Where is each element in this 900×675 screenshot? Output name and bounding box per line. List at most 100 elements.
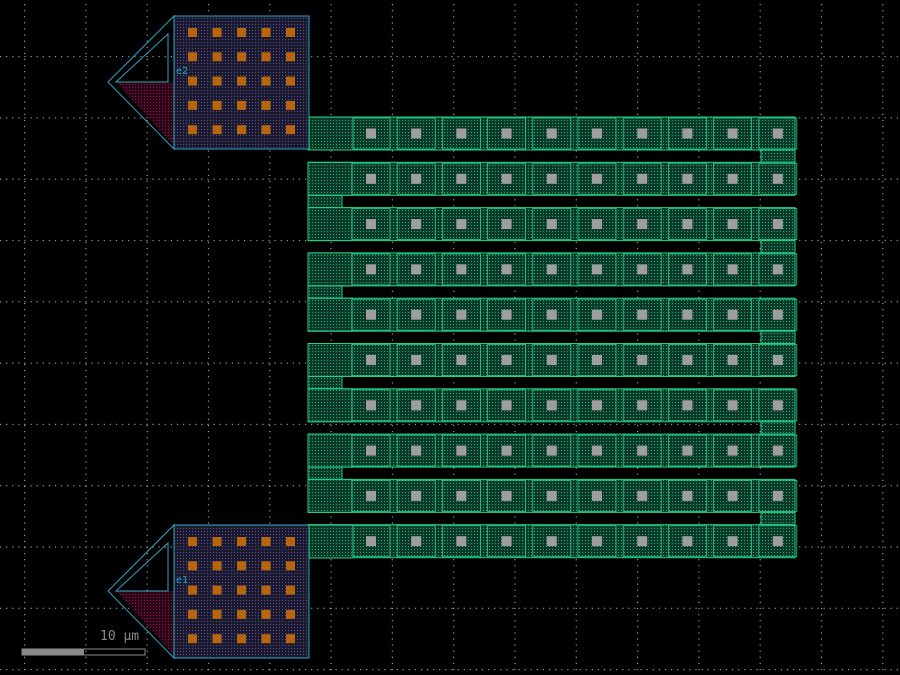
grid-dot — [575, 467, 577, 469]
grid-dot — [759, 101, 761, 103]
grid-dot — [719, 607, 721, 609]
pad-triangle — [114, 541, 169, 592]
grid-dot — [637, 77, 639, 79]
contact-square — [727, 219, 738, 230]
grid-dot — [882, 406, 884, 408]
grid-dot — [514, 107, 516, 109]
grid-dot — [256, 301, 258, 303]
grid-dot — [85, 388, 87, 390]
grid-dot — [793, 669, 795, 671]
grid-dot — [820, 278, 823, 280]
contact-cell — [577, 117, 617, 150]
grid-dot — [61, 546, 63, 548]
grid-dot — [453, 205, 455, 207]
grid-dot — [286, 485, 288, 487]
grid-dot — [347, 607, 349, 609]
grid-dot — [453, 559, 455, 561]
contact-square — [411, 173, 422, 184]
contact-square — [366, 173, 376, 184]
finger-bus-stub — [760, 511, 796, 526]
grid-dot — [85, 437, 87, 439]
grid-dot — [854, 178, 856, 180]
grid-dot — [207, 400, 210, 402]
grid-dot — [128, 362, 130, 364]
grid-dot — [759, 626, 761, 628]
grid-dot — [514, 52, 516, 54]
grid-dot — [146, 65, 148, 67]
grid-dot — [707, 669, 709, 671]
pad-via — [286, 609, 295, 619]
grid-dot — [457, 423, 459, 425]
grid-dot — [24, 644, 26, 646]
grid-dot — [18, 423, 20, 425]
grid-dot — [882, 168, 884, 170]
grid-dot — [269, 431, 271, 433]
contact-cell — [577, 389, 617, 422]
grid-dot — [146, 278, 148, 280]
grid-dot — [250, 178, 252, 180]
grid-dot — [820, 144, 823, 146]
grid-dot — [835, 607, 837, 609]
grid-dot — [24, 260, 26, 262]
grid-dot — [514, 614, 516, 616]
grid-dot — [738, 56, 740, 58]
grid-dot — [512, 423, 514, 425]
grid-dot — [244, 485, 246, 487]
grid-dot — [269, 662, 271, 664]
grid-dot — [591, 56, 593, 58]
grid-dot — [820, 119, 823, 122]
grid-dot — [575, 431, 577, 433]
grid-dot — [829, 546, 831, 548]
grid-dot — [860, 546, 862, 548]
grid-dot — [269, 248, 271, 250]
grid-dot — [85, 309, 87, 311]
grid-dot — [882, 77, 884, 79]
grid-dot — [817, 178, 819, 180]
pad-via — [286, 537, 295, 546]
grid-dot — [237, 669, 240, 671]
grid-dot — [207, 357, 210, 359]
grid-dot — [103, 117, 105, 119]
grid-dot — [820, 614, 823, 616]
grid-dot — [311, 423, 313, 425]
grid-dot — [575, 10, 577, 12]
grid-dot — [420, 669, 423, 671]
grid-dot — [128, 117, 130, 119]
grid-dot — [42, 117, 44, 119]
contact-square — [637, 264, 648, 275]
grid-dot — [854, 423, 856, 425]
grid-dot — [500, 423, 502, 425]
grid-dot — [882, 321, 884, 323]
grid-dot — [85, 479, 87, 481]
grid-dot — [817, 669, 819, 671]
grid-dot — [637, 662, 639, 664]
grid-dot — [820, 498, 823, 500]
contact-cell — [713, 344, 752, 376]
grid-dot — [805, 178, 807, 180]
grid-dot — [24, 357, 26, 359]
grid-dot — [219, 485, 221, 487]
grid-dot — [24, 302, 26, 305]
grid-dot — [628, 56, 630, 58]
grid-dot — [42, 178, 44, 180]
grid-dot — [67, 423, 69, 425]
grid-dot — [42, 607, 44, 609]
grid-dot — [24, 620, 26, 622]
grid-dot — [597, 423, 599, 425]
grid-dot — [514, 65, 516, 67]
grid-dot — [85, 199, 87, 201]
grid-dot — [323, 607, 325, 609]
grid-dot — [85, 485, 87, 487]
grid-dot — [12, 178, 14, 180]
grid-dot — [481, 607, 484, 609]
grid-dot — [85, 546, 87, 548]
grid-dot — [514, 10, 516, 12]
grid-dot — [42, 546, 44, 548]
contact-cell — [487, 298, 527, 331]
grid-dot — [637, 290, 639, 292]
grid-dot — [820, 595, 823, 597]
grid-dot — [24, 607, 26, 609]
grid-dot — [268, 423, 270, 425]
pad-via — [261, 537, 271, 546]
